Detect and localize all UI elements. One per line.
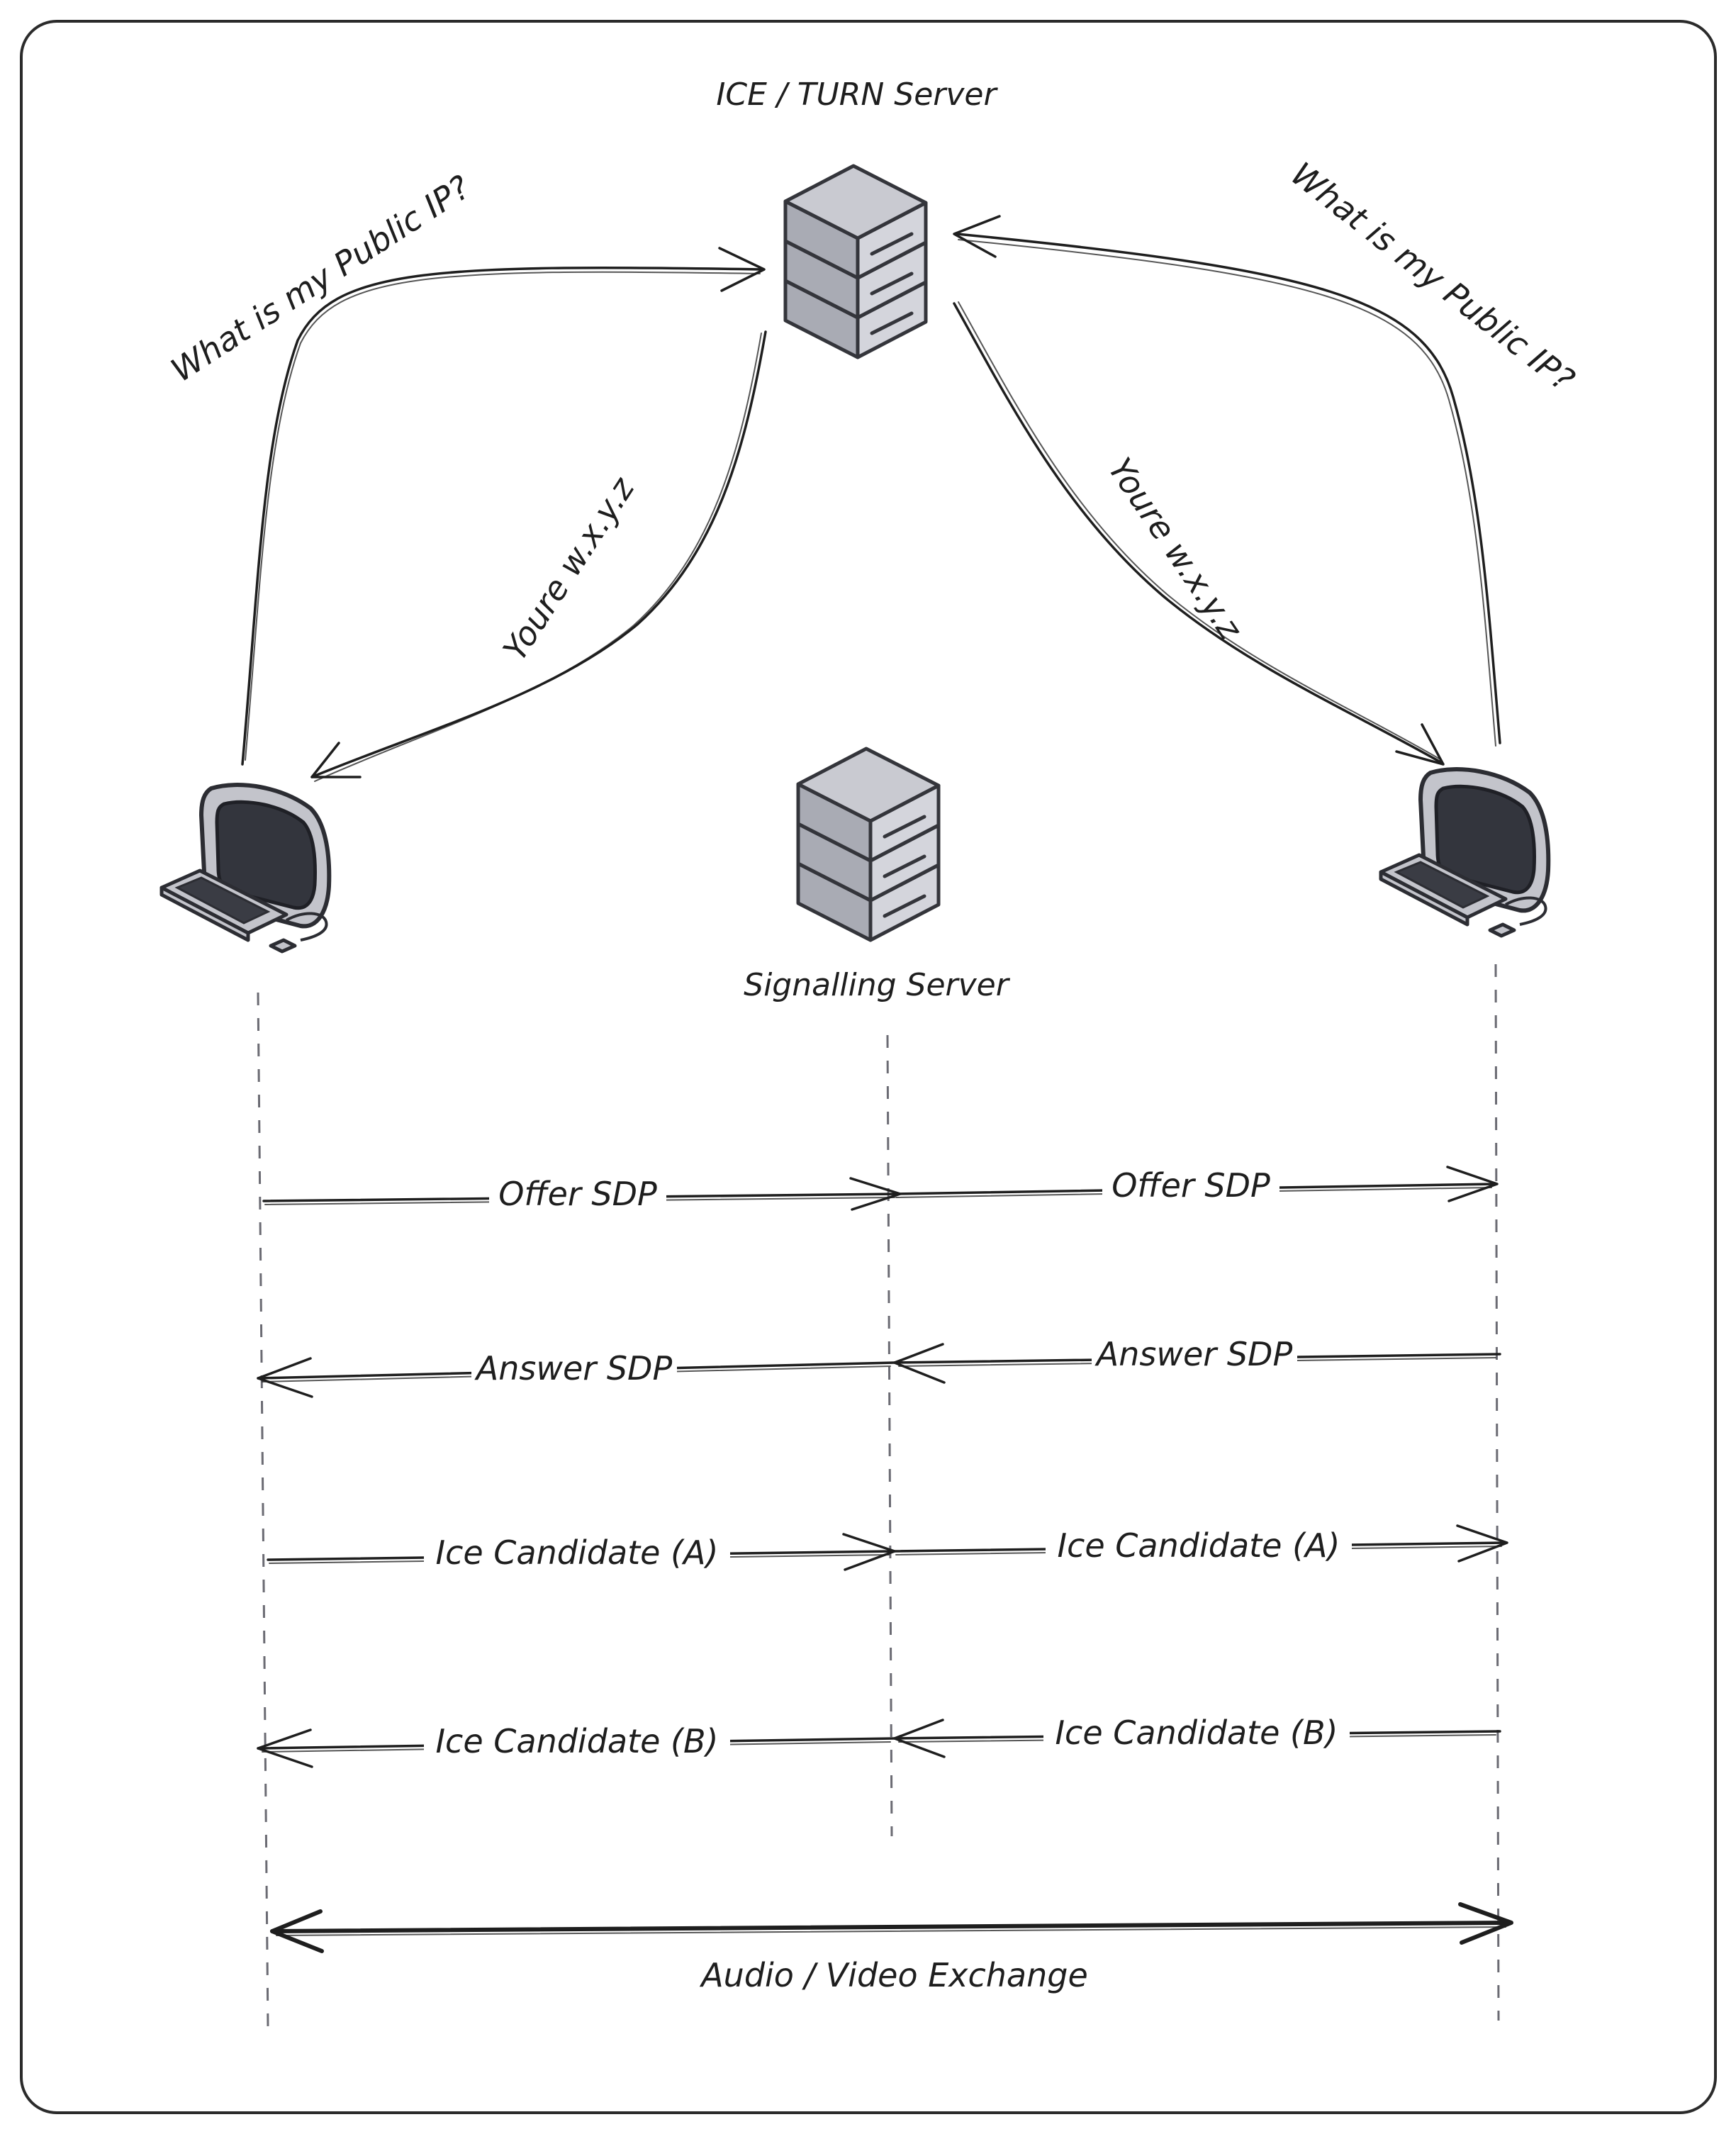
- answer-left-label: Answer SDP: [474, 1349, 673, 1387]
- left-query-arrow: [241, 247, 766, 766]
- left-reply-arrow: [310, 330, 767, 782]
- answer-right-label: Answer SDP: [1094, 1335, 1293, 1373]
- exchange-label: Audio / Video Exchange: [699, 1956, 1088, 1994]
- signalling-server-title: Signalling Server: [744, 967, 1011, 1003]
- ice-server-icon: [785, 166, 926, 357]
- ice-a-left-label: Ice Candidate (A): [436, 1534, 719, 1572]
- ice-b-left-label: Ice Candidate (B): [435, 1722, 718, 1760]
- ice-b-right-label: Ice Candidate (B): [1055, 1714, 1338, 1752]
- offer-left-label: Offer SDP: [498, 1175, 657, 1213]
- left-client-lifeline: [257, 992, 269, 2028]
- exchange-double-arrow: [270, 1902, 1513, 1953]
- signalling-server-icon: [798, 749, 939, 940]
- signalling-lifeline: [886, 1034, 893, 1837]
- right-reply-arrow: [953, 301, 1445, 766]
- ice-a-right-label: Ice Candidate (A): [1058, 1526, 1340, 1565]
- offer-right-label: Offer SDP: [1111, 1166, 1270, 1205]
- right-query-arrow: [953, 215, 1501, 747]
- right-client-lifeline: [1494, 963, 1500, 2021]
- ice-server-title: ICE / TURN Server: [716, 77, 998, 113]
- diagram-frame: [20, 20, 1717, 2114]
